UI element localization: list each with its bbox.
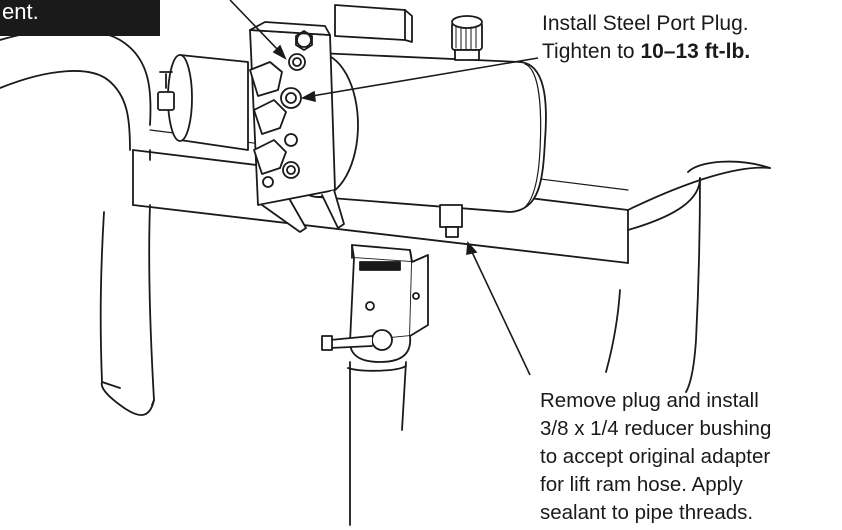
callout-bottom-line: sealant to pipe threads. [540, 501, 754, 524]
bottom-port-plug [439, 204, 463, 238]
lift-ram-hose [347, 361, 407, 526]
right-frame-tube [605, 160, 771, 393]
top-left-callout-label: ent. [0, 0, 160, 36]
callout-top-line2: Tighten to 10–13 ft-lb. [542, 38, 750, 66]
elbow-fittings [249, 30, 313, 188]
callout-bottom-line: 3/8 x 1/4 reducer bushing [540, 417, 772, 440]
steel-port-plug-callout: Install Steel Port Plug. Tighten to 10–1… [542, 10, 750, 66]
reducer-bushing-callout: Remove plug and install 3/8 x 1/4 reduce… [540, 387, 771, 527]
callout-top-line2-prefix: Tighten to [542, 40, 641, 63]
callout-bottom-line: for lift ram hose. Apply [540, 473, 743, 496]
torque-spec: 10–13 ft-lb. [640, 40, 751, 63]
callout-bottom-line: to accept original adapter [540, 445, 771, 468]
pump-motor [157, 54, 249, 151]
lift-ram-bracket [321, 244, 429, 363]
callout-leaders [229, 0, 539, 376]
callout-top-line1: Install Steel Port Plug. [542, 12, 749, 35]
left-frame-tube [0, 28, 155, 416]
callout-bottom-line: Remove plug and install [540, 389, 759, 412]
fill-cap [451, 15, 483, 61]
